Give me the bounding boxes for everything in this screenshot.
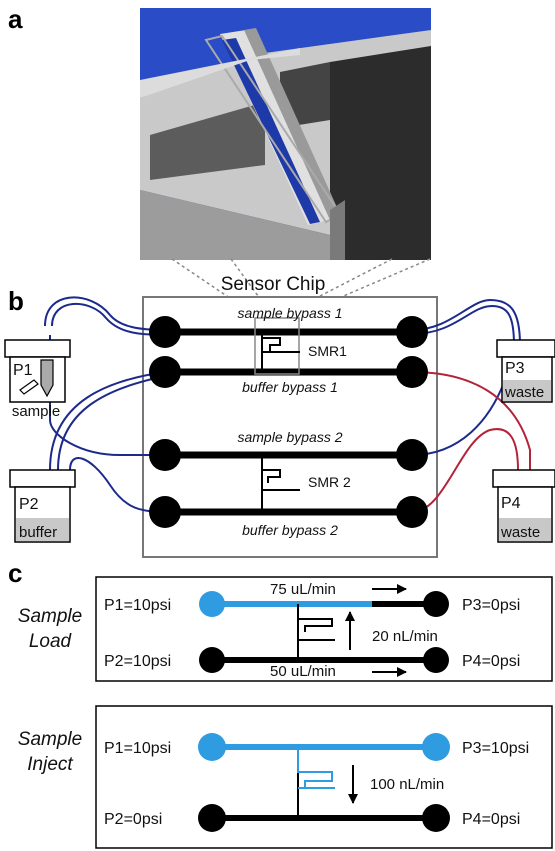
p2-caption: buffer [19, 524, 57, 541]
inject-p2-label: P2=0psi [104, 811, 162, 828]
panel-label-c: c [8, 558, 22, 588]
pipette-icon [19, 379, 39, 395]
p1-name: P1 [13, 362, 33, 379]
inject-p4-label: P4=0psi [462, 811, 520, 828]
inject-p2-port [198, 804, 226, 832]
p4-caption: waste [500, 524, 540, 541]
p2-name: P2 [19, 496, 39, 513]
load-p3-label: P3=0psi [462, 597, 520, 614]
smr1-label: SMR1 [308, 343, 347, 359]
load-p2-port [199, 647, 225, 673]
p3-name: P3 [505, 360, 525, 377]
sample-load-title-1: Sample [18, 606, 82, 627]
channel-label-sample-bypass-2: sample bypass 2 [237, 429, 342, 445]
load-bottom-flow: 50 uL/min [270, 663, 336, 680]
smr2-label: SMR 2 [308, 474, 351, 490]
load-p1-label: P1=10psi [104, 597, 171, 614]
smr1-resonator [254, 317, 300, 375]
inject-smr-flow: 100 nL/min [370, 776, 444, 793]
sample-inject-title-2: Inject [27, 754, 73, 775]
load-smr [297, 604, 335, 660]
sample-inject-title-1: Sample [18, 729, 82, 750]
inject-smr [297, 747, 335, 789]
channel-label-buffer-bypass-2: buffer bypass 2 [242, 522, 338, 538]
reservoir-p4: P4 waste [492, 469, 555, 543]
smr2-resonator [261, 455, 300, 512]
p3-caption: waste [504, 384, 544, 401]
sample-load-box [95, 576, 553, 682]
reservoir-p2: P2 buffer [9, 469, 76, 543]
load-smr-flow: 20 nL/min [372, 628, 438, 645]
inject-p4-port [422, 804, 450, 832]
sensor-chip-outline [142, 296, 438, 558]
sample-load-title-2: Load [29, 631, 73, 652]
load-p4-label: P4=0psi [462, 653, 520, 670]
sample-inject-box [95, 705, 553, 849]
p4-name: P4 [501, 495, 521, 512]
load-top-flow: 75 uL/min [270, 581, 336, 598]
channel-label-sample-bypass-1: sample bypass 1 [237, 305, 342, 321]
reservoir-p3: P3 waste [496, 339, 555, 403]
inject-p1-label: P1=10psi [104, 740, 171, 757]
load-p4-port [423, 647, 449, 673]
smr-3d-render [140, 8, 431, 260]
load-p1-port [199, 591, 225, 617]
inject-p1-port [198, 733, 226, 761]
panel-label-b: b [8, 286, 24, 316]
sample-tube-icon [40, 359, 54, 398]
inject-p3-label: P3=10psi [462, 740, 529, 757]
chip-channels [149, 316, 428, 528]
p1-caption: sample [12, 403, 60, 420]
panel-label-a: a [8, 4, 23, 34]
reservoir-p1: P1 sample [4, 339, 71, 420]
inject-p3-port [422, 733, 450, 761]
sensor-chip-title: Sensor Chip [221, 274, 326, 295]
load-p3-port [423, 591, 449, 617]
load-p2-label: P2=10psi [104, 653, 171, 670]
channel-label-buffer-bypass-1: buffer bypass 1 [242, 379, 338, 395]
